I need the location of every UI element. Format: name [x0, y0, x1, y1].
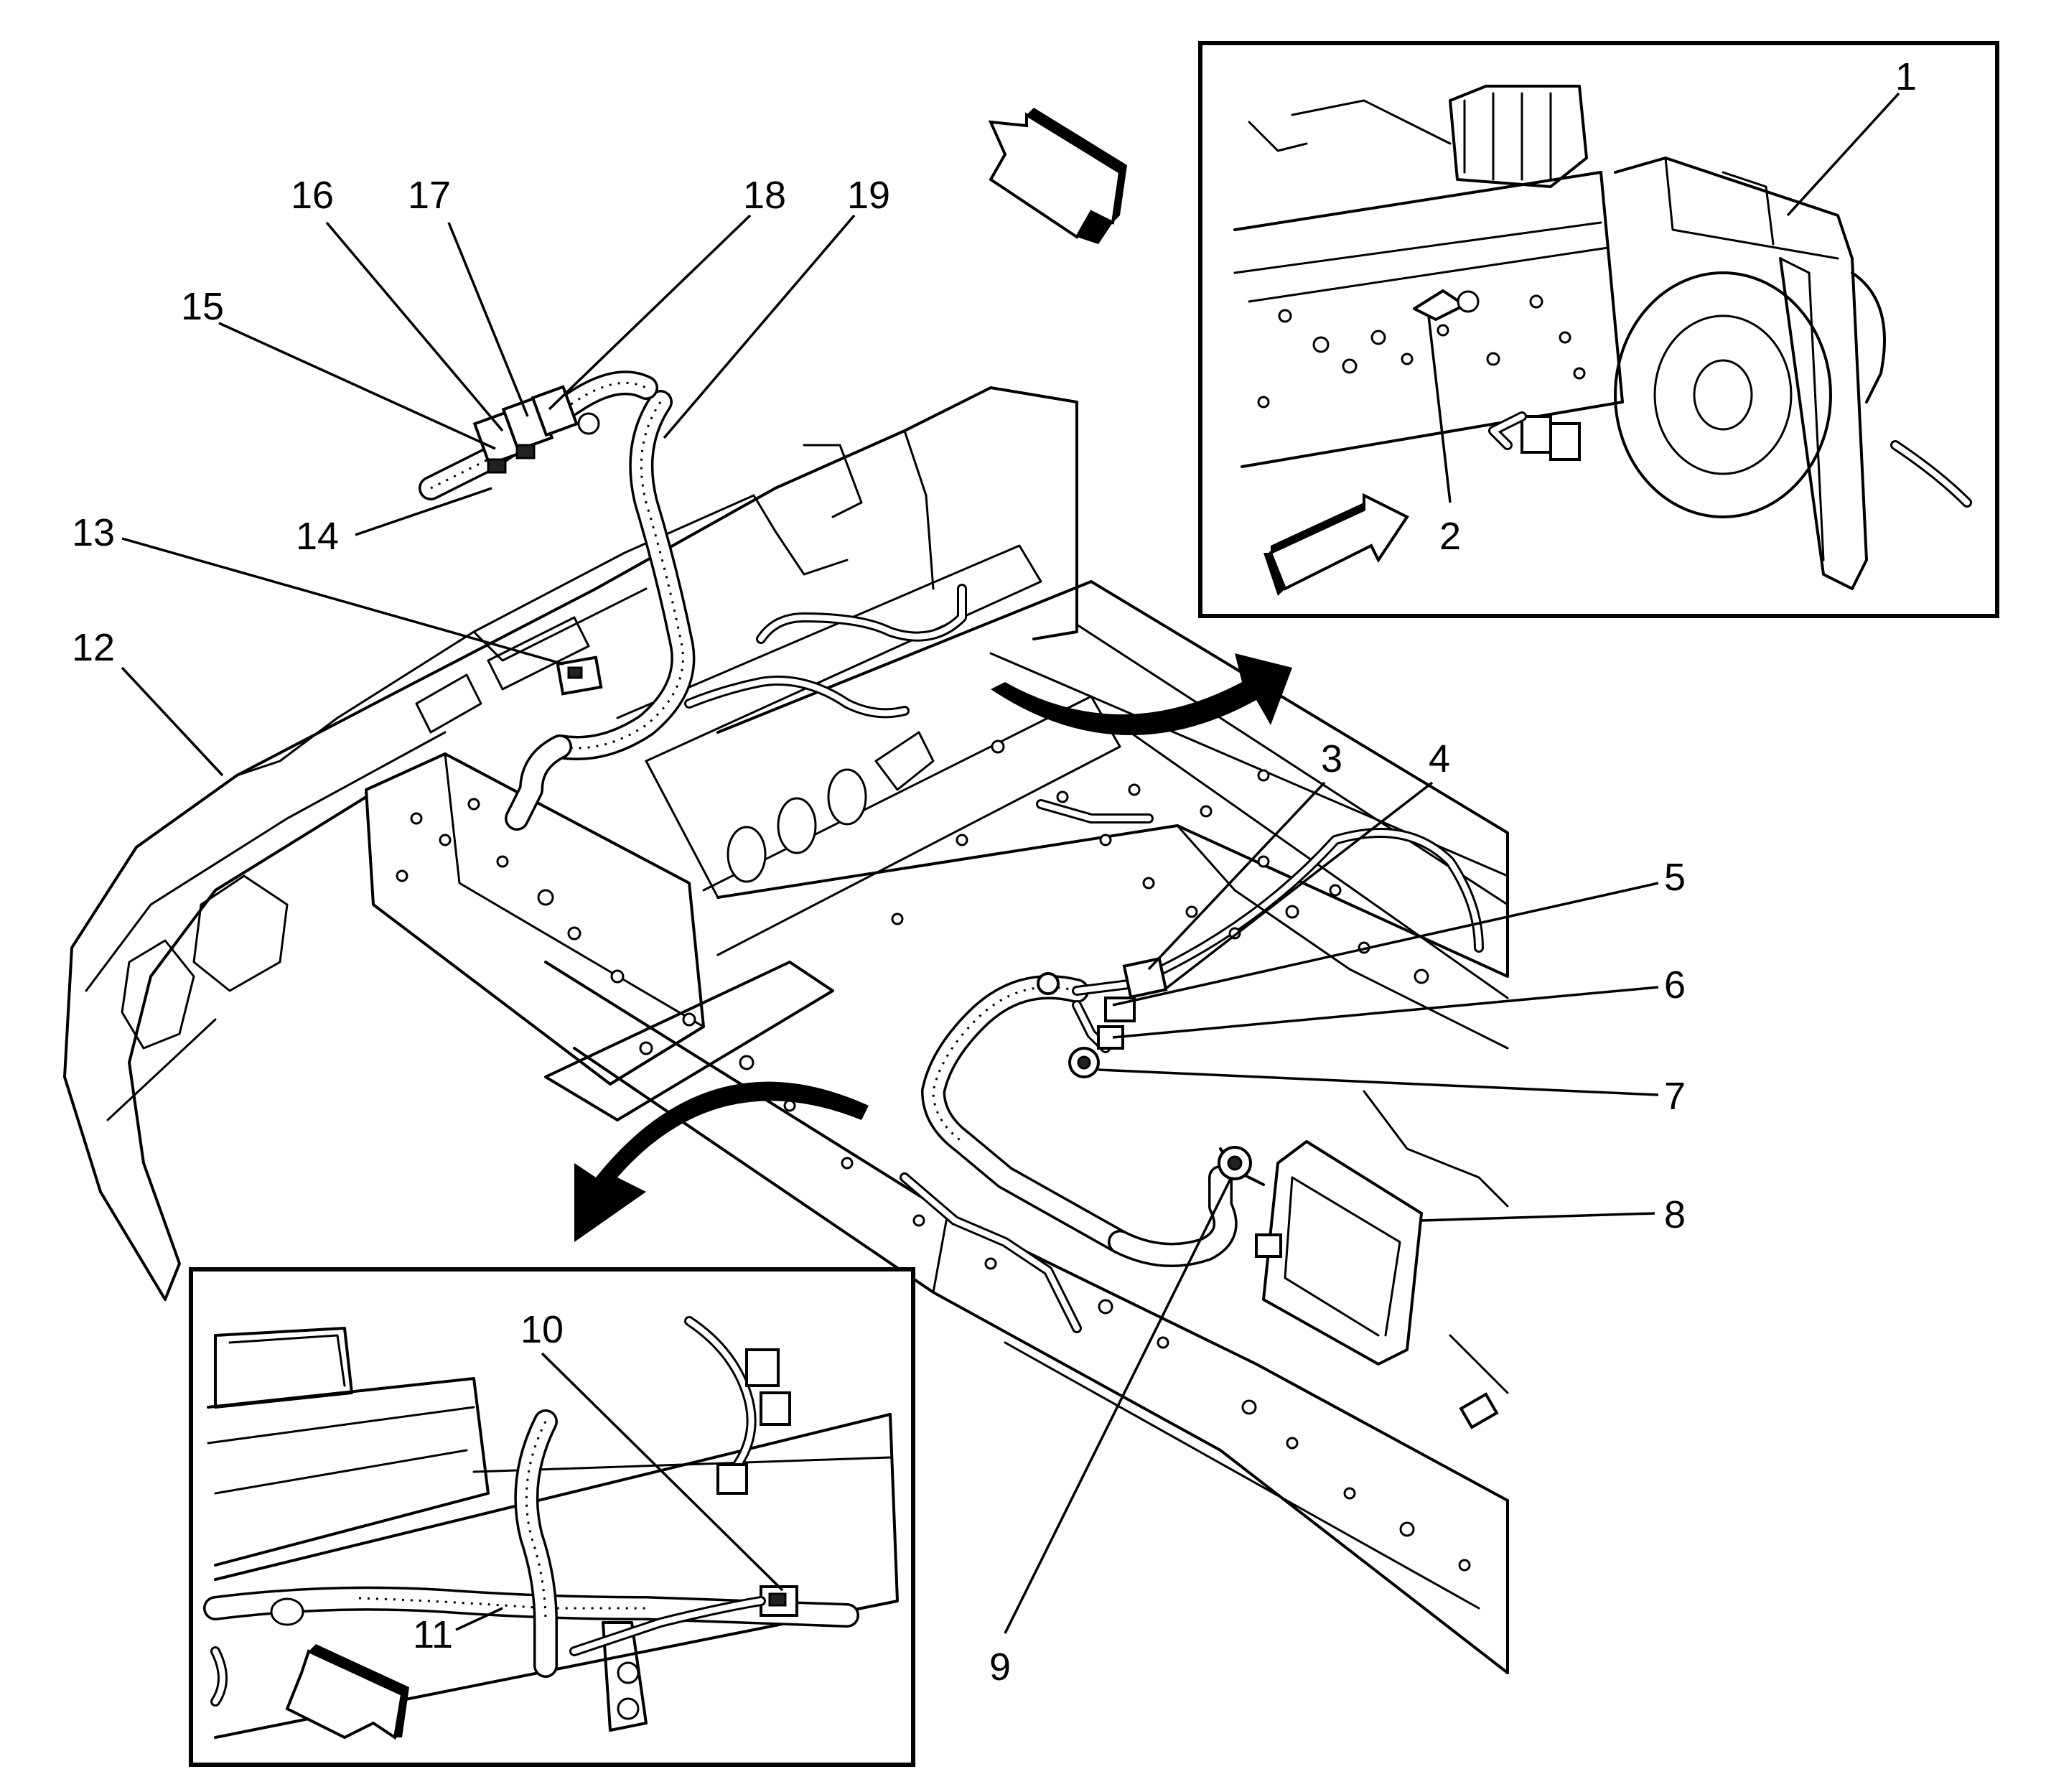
callout-7: 7 [1664, 1075, 1686, 1118]
frame-tail [1176, 824, 1509, 1429]
main-illustration [63, 108, 1509, 1674]
connector-13 [556, 655, 603, 696]
callout-2: 2 [1439, 515, 1461, 558]
callout-14: 14 [296, 515, 339, 558]
control-module-8 [1218, 1140, 1423, 1366]
callout-5: 5 [1664, 856, 1686, 899]
leader-lines [121, 92, 1900, 1634]
callout-17: 17 [408, 174, 451, 217]
callout-8: 8 [1664, 1193, 1686, 1236]
callout-12: 12 [72, 626, 115, 669]
connectors-3-7 [1037, 956, 1168, 1078]
callout-11: 11 [413, 1613, 453, 1656]
callout-3: 3 [1321, 737, 1342, 780]
inset-top-right-art [1233, 85, 1972, 596]
frame-holes [396, 739, 1471, 1572]
callout-19: 19 [847, 174, 890, 217]
callout-9: 9 [989, 1646, 1011, 1689]
callout-16: 16 [291, 174, 334, 217]
callout-4: 4 [1429, 737, 1450, 780]
callout-6: 6 [1664, 963, 1686, 1007]
top-connector-group [472, 385, 600, 474]
inset-bottom-left [189, 1267, 915, 1767]
bumper-fascia [63, 386, 1078, 1301]
callout-13: 13 [72, 511, 115, 554]
inset-top-right [1198, 41, 1999, 618]
inset-bottom-left-art [203, 1316, 899, 1740]
direction-arrow-icon [988, 108, 1127, 244]
rotation-arrow-icon [991, 653, 1292, 735]
rotation-arrow-icon [574, 1081, 869, 1242]
callout-15: 15 [181, 285, 224, 328]
callout-18: 18 [743, 174, 786, 217]
callout-10: 10 [520, 1308, 564, 1351]
callout-labels: 1 2 3 4 5 6 7 8 9 10 11 12 13 14 15 16 1… [72, 55, 1917, 1689]
callout-1: 1 [1895, 55, 1917, 98]
